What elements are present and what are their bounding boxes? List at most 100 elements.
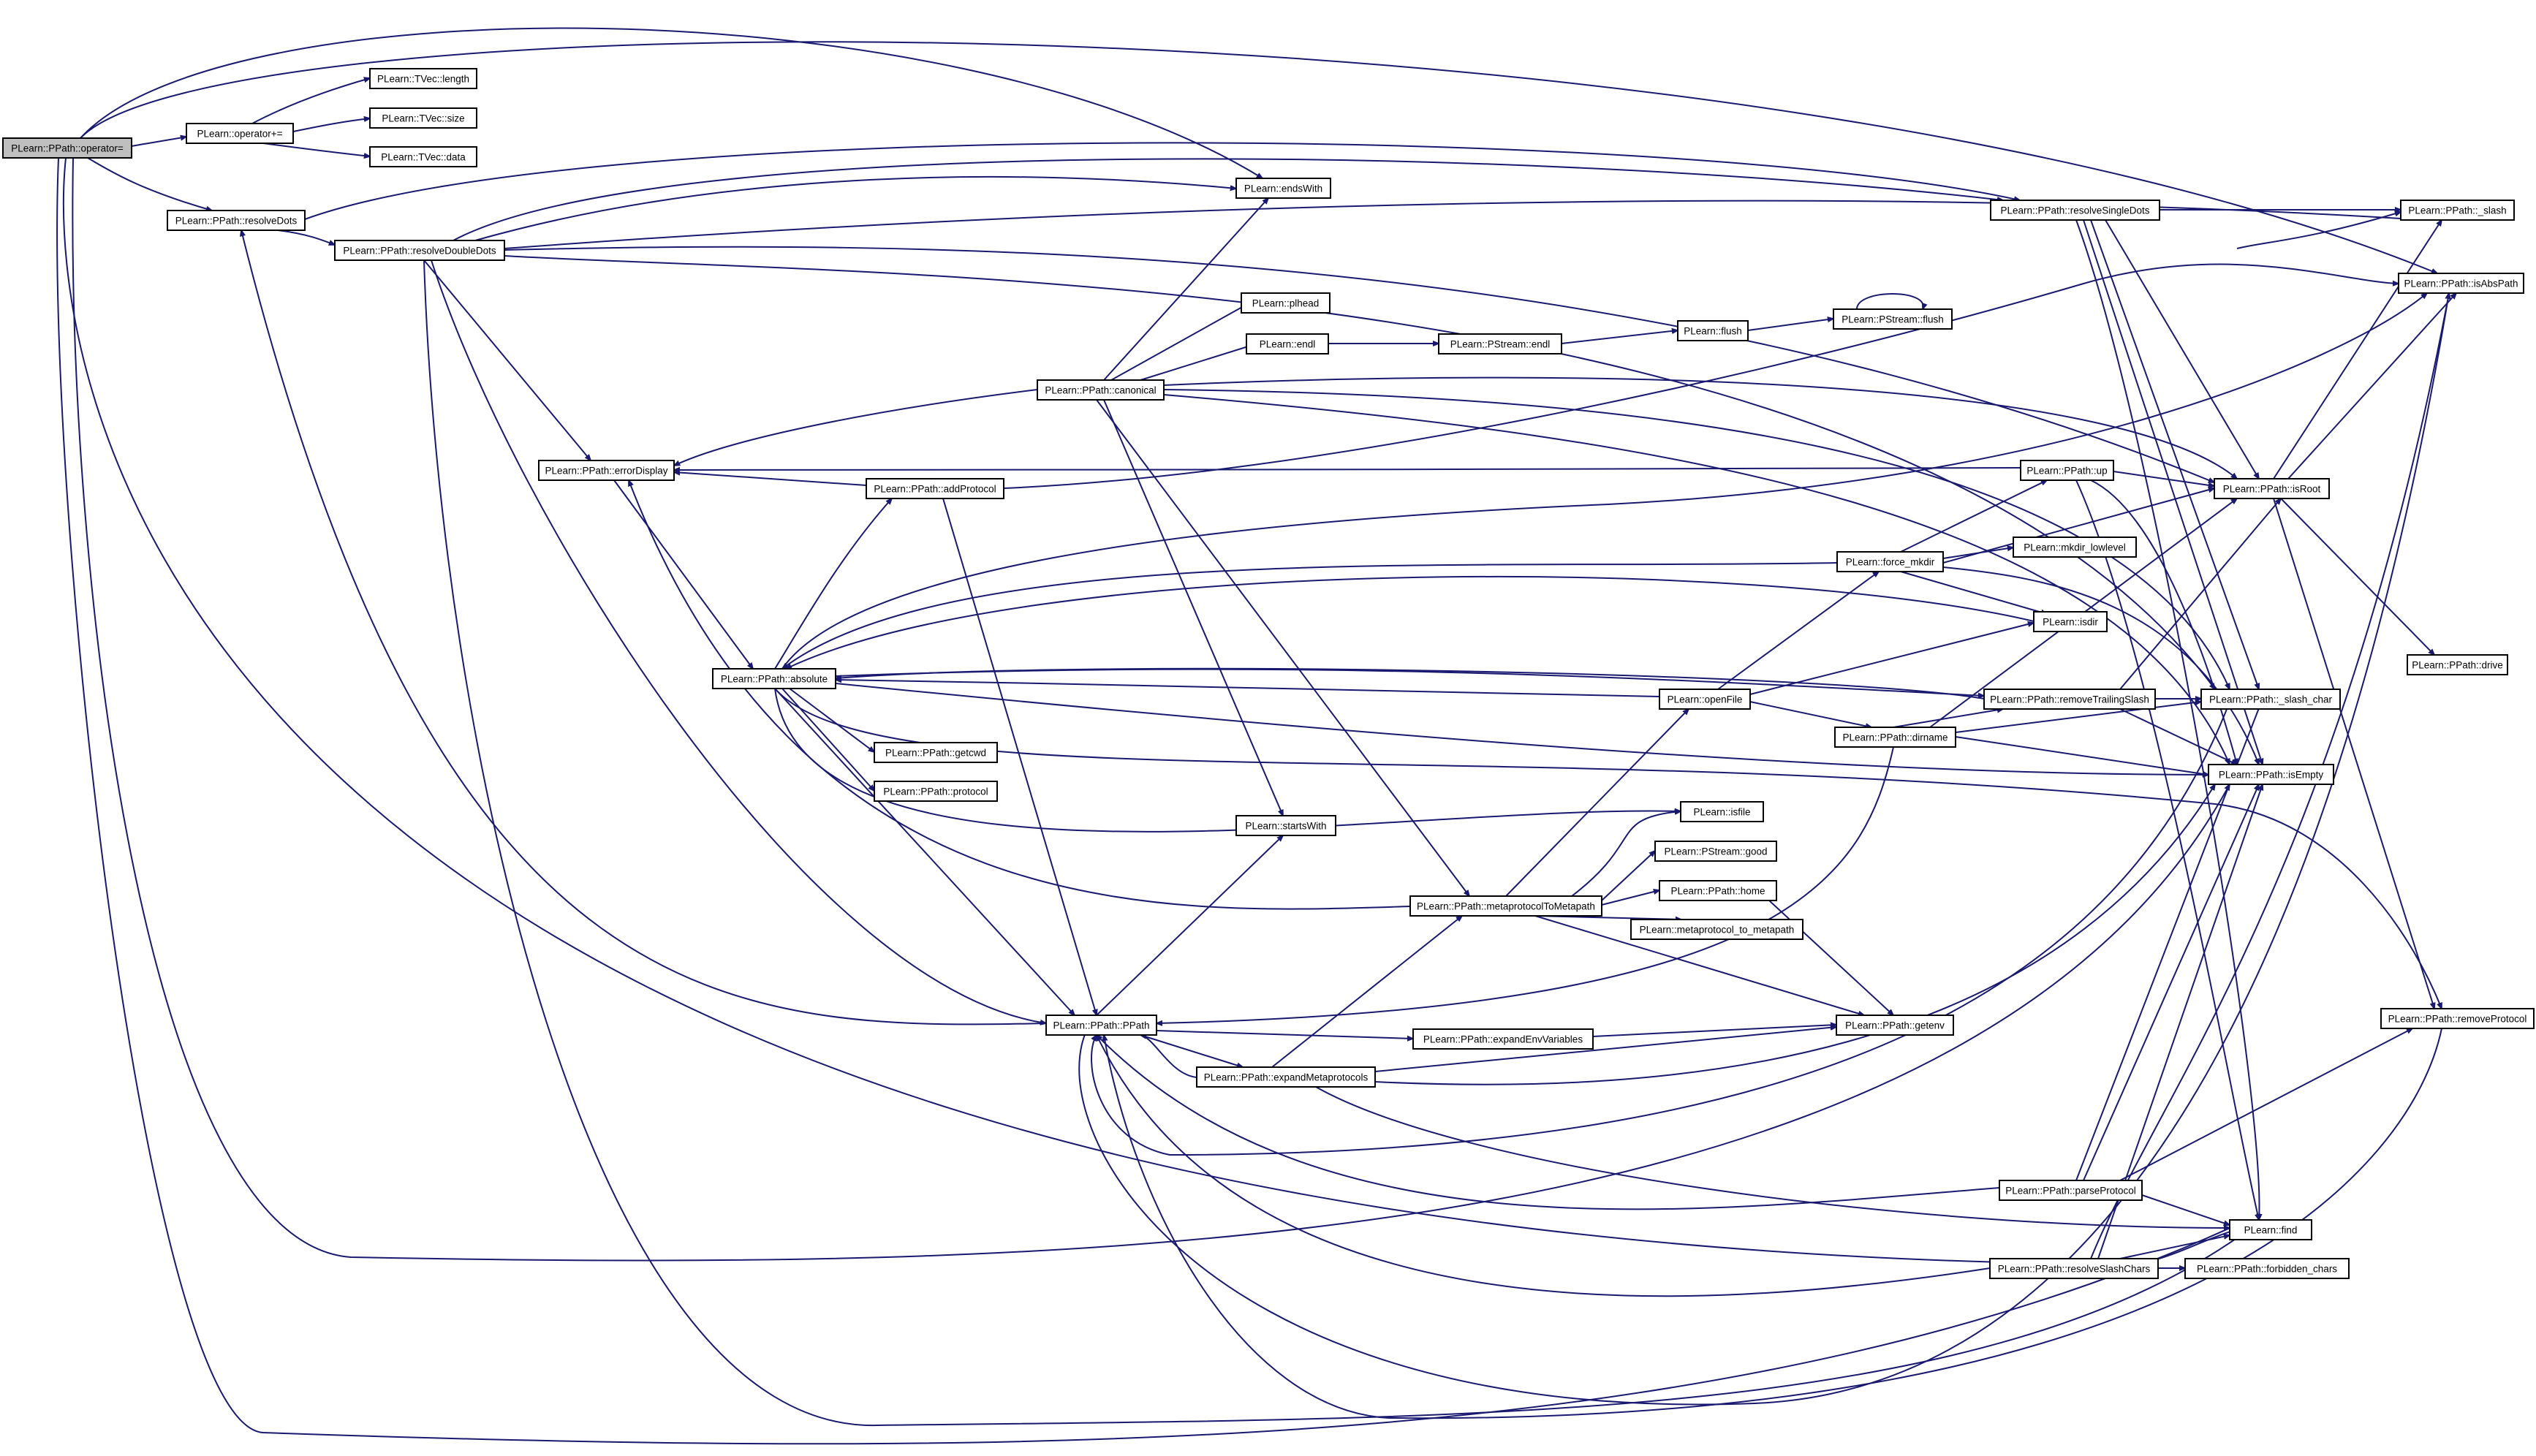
call-edge <box>1900 480 2047 553</box>
node-box <box>1235 815 1336 836</box>
node-openfile[interactable]: PLearn::openFile <box>1659 689 1751 710</box>
node-box <box>186 123 294 144</box>
node-label: PLearn::PPath::dirname <box>1842 732 1948 743</box>
node-tvecsize[interactable]: PLearn::TVec::size <box>369 107 477 129</box>
node-resdots[interactable]: PLearn::PPath::resolveDots <box>167 210 306 231</box>
node-box <box>1654 841 1777 862</box>
call-edge <box>774 498 892 670</box>
node-canonical[interactable]: PLearn::PPath::canonical <box>1037 379 1165 401</box>
node-startswith[interactable]: PLearn::startsWith <box>1235 815 1336 836</box>
node-metaproto[interactable]: PLearn::PPath::metaprotocolToMetapath <box>1409 895 1602 917</box>
node-ppath[interactable]: PLearn::PPath::PPath <box>1045 1015 1157 1036</box>
node-mkdirlow[interactable]: PLearn::mkdir_lowlevel <box>2013 536 2137 558</box>
node-metaprotometa[interactable]: PLearn::metaprotocol_to_metapath <box>1630 919 1803 940</box>
call-edge <box>2113 471 2214 486</box>
node-box <box>1677 320 1749 341</box>
node-label: PLearn::PStream::good <box>1664 846 1767 857</box>
node-label: PLearn::PPath::absolute <box>721 674 828 685</box>
node-remtrail[interactable]: PLearn::PPath::removeTrailingSlash <box>1983 689 2156 710</box>
call-edge <box>431 259 1046 1023</box>
node-expmeta[interactable]: PLearn::PPath::expandMetaprotocols <box>1196 1066 1376 1088</box>
node-pstreamendl[interactable]: PLearn::PStream::endl <box>1438 333 1562 354</box>
node-box <box>1037 379 1165 401</box>
node-protocol[interactable]: PLearn::PPath::protocol <box>874 781 998 802</box>
node-box <box>2200 689 2341 710</box>
node-drive[interactable]: PLearn::PPath::drive <box>2407 654 2508 675</box>
node-label: PLearn::PPath::getenv <box>1845 1020 1945 1031</box>
node-endl[interactable]: PLearn::endl <box>1246 333 1329 354</box>
call-edge <box>1601 851 1655 901</box>
node-box <box>2398 273 2524 294</box>
call-edge <box>241 230 1047 1025</box>
node-box <box>1989 1258 2159 1279</box>
node-isfile[interactable]: PLearn::isfile <box>1680 801 1764 822</box>
node-up[interactable]: PLearn::PPath::up <box>2020 460 2114 481</box>
call-edge <box>1900 571 2047 614</box>
node-label: PLearn::PPath::_slash_char <box>2209 694 2333 705</box>
call-edge <box>2273 220 2442 479</box>
node-plhead[interactable]: PLearn::plhead <box>1241 292 1331 314</box>
node-label: PLearn::startsWith <box>1245 821 1326 832</box>
node-home[interactable]: PLearn::PPath::home <box>1659 880 1777 901</box>
node-pstreamgood[interactable]: PLearn::PStream::good <box>1654 841 1777 862</box>
node-isabs[interactable]: PLearn::PPath::isAbsPath <box>2398 273 2524 294</box>
node-parseproto[interactable]: PLearn::PPath::parseProtocol <box>1999 1180 2143 1201</box>
node-remproto[interactable]: PLearn::PPath::removeProtocol <box>2380 1008 2535 1029</box>
call-edge <box>1374 784 2215 1085</box>
node-forbidden[interactable]: PLearn::PPath::forbidden_chars <box>2184 1258 2350 1279</box>
node-getcwd[interactable]: PLearn::PPath::getcwd <box>874 742 998 763</box>
call-edge <box>1096 399 1469 896</box>
node-box <box>369 146 477 167</box>
node-pstreamflush[interactable]: PLearn::PStream::flush <box>1833 308 1953 330</box>
node-expenv[interactable]: PLearn::PPath::expandEnvVariables <box>1412 1028 1594 1050</box>
node-box <box>1438 333 1562 354</box>
node-absolute[interactable]: PLearn::PPath::absolute <box>712 668 836 689</box>
node-box <box>2013 536 2137 558</box>
call-edge <box>1078 293 2449 1406</box>
call-edge <box>423 259 2243 1427</box>
call-edge <box>2090 219 2259 689</box>
node-label: PLearn::PPath::resolveSingleDots <box>2000 205 2149 216</box>
call-edge <box>781 688 874 791</box>
node-dirname[interactable]: PLearn::PPath::dirname <box>1834 727 1956 748</box>
node-label: PLearn::PPath::resolveSlashChars <box>1998 1264 2151 1275</box>
node-box <box>1836 1015 1954 1036</box>
node-isroot[interactable]: PLearn::PPath::isRoot <box>2214 478 2330 499</box>
node-box <box>1983 689 2156 710</box>
node-opplus[interactable]: PLearn::operator+= <box>186 123 294 144</box>
node-box <box>369 68 477 89</box>
call-edge <box>87 157 212 211</box>
node-forcemkdir[interactable]: PLearn::force_mkdir <box>1836 551 1944 572</box>
node-label: PLearn::PStream::flush <box>1842 314 1944 325</box>
call-edge <box>1103 198 1268 381</box>
node-box <box>2020 460 2114 481</box>
node-resdbl[interactable]: PLearn::PPath::resolveDoubleDots <box>334 240 505 261</box>
node-isempty[interactable]: PLearn::PPath::isEmpty <box>2208 764 2334 785</box>
call-edge <box>1561 330 1678 344</box>
call-edge <box>131 137 186 147</box>
call-edge <box>474 175 1236 241</box>
call-edge <box>56 157 2243 1445</box>
node-endswith[interactable]: PLearn::endsWith <box>1235 178 1331 199</box>
node-addproto[interactable]: PLearn::PPath::addProtocol <box>866 478 1004 499</box>
call-edge <box>1955 736 2208 775</box>
node-tvecdata[interactable]: PLearn::TVec::data <box>369 146 477 167</box>
node-opassign[interactable]: PLearn::PPath::operator= <box>2 137 132 159</box>
node-label: PLearn::PPath::removeTrailingSlash <box>1990 694 2149 705</box>
node-errordisp[interactable]: PLearn::PPath::errorDisplay <box>538 460 675 481</box>
node-slashchar[interactable]: PLearn::PPath::_slash_char <box>2200 689 2341 710</box>
call-edge <box>292 118 370 132</box>
call-edge <box>786 575 2035 669</box>
node-find[interactable]: PLearn::find <box>2229 1219 2312 1240</box>
node-isdir[interactable]: PLearn::isdir <box>2033 611 2108 632</box>
node-getenv[interactable]: PLearn::PPath::getenv <box>1836 1015 1954 1036</box>
node-label: PLearn::PPath::getcwd <box>885 748 986 759</box>
node-label: PLearn::PPath::errorDisplay <box>545 466 667 477</box>
node-tveclen[interactable]: PLearn::TVec::length <box>369 68 477 89</box>
call-edge <box>80 41 2437 274</box>
call-edge <box>1717 572 1879 690</box>
node-flush[interactable]: PLearn::flush <box>1677 320 1749 341</box>
node-ressingle[interactable]: PLearn::PPath::resolveSingleDots <box>1990 200 2160 221</box>
node-slash[interactable]: PLearn::PPath::_slash <box>2400 200 2515 221</box>
node-resslash[interactable]: PLearn::PPath::resolveSlashChars <box>1989 1258 2159 1279</box>
